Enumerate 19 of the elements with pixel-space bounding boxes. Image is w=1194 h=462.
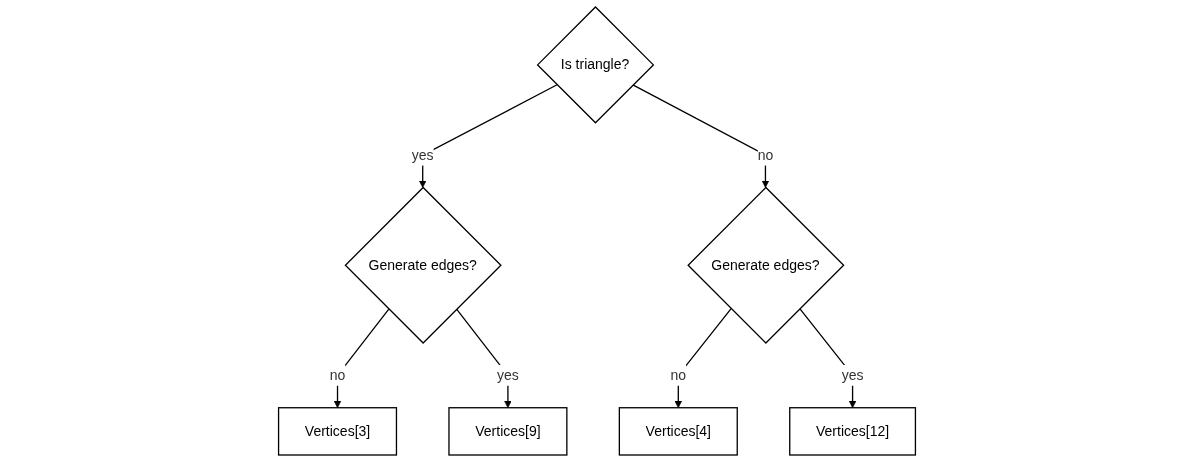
- arrow: [455, 308, 512, 409]
- node-box: Vertices[3]: [277, 407, 398, 456]
- arrow: [418, 84, 558, 188]
- edge-label: yes: [411, 147, 434, 163]
- node-diamond: Is triangle?: [536, 6, 655, 124]
- edge-label: no: [670, 367, 687, 383]
- arrow: [674, 308, 732, 409]
- arrow: [632, 84, 770, 188]
- edge-label: no: [329, 367, 346, 383]
- edge-label: no: [757, 147, 774, 163]
- node-box: Vertices[12]: [789, 407, 917, 456]
- node-box: Vertices[4]: [618, 407, 738, 456]
- node-box: Vertices[9]: [448, 407, 568, 456]
- node-diamond: Generate edges?: [687, 186, 845, 344]
- edge-label: yes: [841, 367, 864, 383]
- edge-label: yes: [497, 367, 519, 383]
- arrow: [799, 308, 857, 409]
- node-diamond: Generate edges?: [344, 186, 502, 344]
- arrow: [333, 308, 390, 409]
